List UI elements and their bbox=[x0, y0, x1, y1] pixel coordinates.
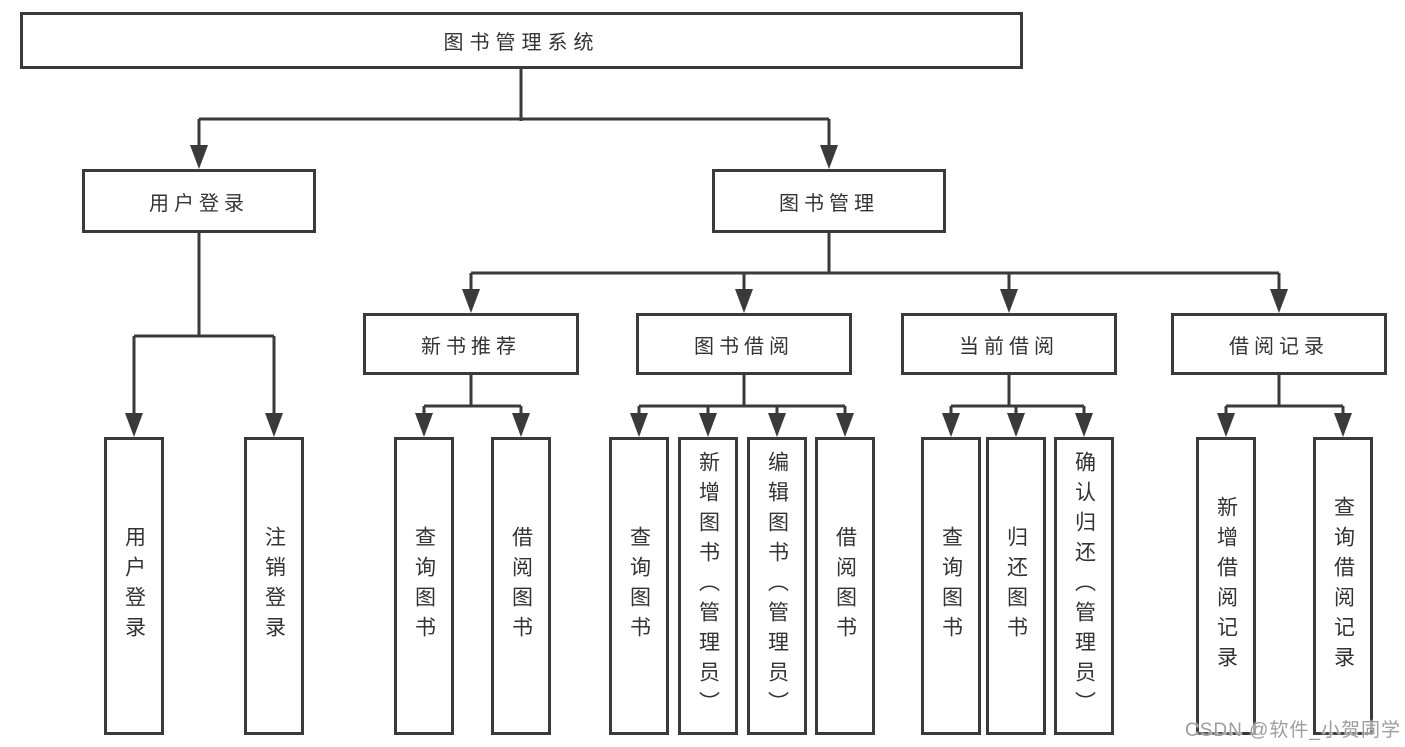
node-user-login-label: 用户登录 bbox=[149, 192, 249, 215]
node-book-borrow: 图书借阅 bbox=[636, 313, 852, 375]
leaf-current-query: 查询图书 bbox=[921, 437, 981, 735]
node-borrow-record-label: 借阅记录 bbox=[1229, 335, 1329, 358]
node-book-mgmt-label: 图书管理 bbox=[779, 192, 879, 215]
leaf-borrow-query: 查询图书 bbox=[609, 437, 669, 735]
node-root-label: 图书管理系统 bbox=[443, 32, 600, 54]
leaf-borrow-add-admin-label: 新增图书（管理员） bbox=[696, 451, 720, 721]
csdn-watermark: CSDN @软件_小贺同学 bbox=[1185, 720, 1401, 741]
leaf-user-login-label: 用户登录 bbox=[122, 526, 146, 646]
leaf-newbook-query-label: 查询图书 bbox=[412, 526, 436, 646]
leaf-record-query: 查询借阅记录 bbox=[1313, 437, 1373, 735]
node-user-login: 用户登录 bbox=[82, 169, 316, 233]
leaf-current-query-label: 查询图书 bbox=[939, 526, 963, 646]
leaf-newbook-borrow-label: 借阅图书 bbox=[509, 526, 533, 646]
leaf-current-confirm-admin: 确认归还（管理员） bbox=[1054, 437, 1114, 735]
node-new-book: 新书推荐 bbox=[363, 313, 579, 375]
leaf-record-add: 新增借阅记录 bbox=[1196, 437, 1256, 735]
leaf-user-login: 用户登录 bbox=[104, 437, 164, 735]
leaf-logout: 注销登录 bbox=[244, 437, 304, 735]
leaf-record-add-label: 新增借阅记录 bbox=[1214, 496, 1238, 676]
leaf-borrow-edit-admin-label: 编辑图书（管理员） bbox=[765, 451, 789, 721]
node-new-book-label: 新书推荐 bbox=[421, 335, 521, 358]
leaf-borrow-query-label: 查询图书 bbox=[627, 526, 651, 646]
leaf-logout-label: 注销登录 bbox=[262, 526, 286, 646]
leaf-current-return-label: 归还图书 bbox=[1004, 526, 1028, 646]
node-book-mgmt: 图书管理 bbox=[712, 169, 946, 233]
leaf-current-confirm-admin-label: 确认归还（管理员） bbox=[1072, 451, 1096, 721]
leaf-borrow-edit-admin: 编辑图书（管理员） bbox=[747, 437, 807, 735]
leaf-record-query-label: 查询借阅记录 bbox=[1331, 496, 1355, 676]
node-current-borrow-label: 当前借阅 bbox=[959, 335, 1059, 358]
leaf-borrow-book-label: 借阅图书 bbox=[833, 526, 857, 646]
leaf-newbook-borrow: 借阅图书 bbox=[491, 437, 551, 735]
arrowheads bbox=[125, 145, 1352, 437]
leaf-borrow-add-admin: 新增图书（管理员） bbox=[678, 437, 738, 735]
tree-edges bbox=[132, 69, 1345, 418]
node-borrow-record: 借阅记录 bbox=[1171, 313, 1387, 375]
leaf-borrow-book: 借阅图书 bbox=[815, 437, 875, 735]
leaf-current-return: 归还图书 bbox=[986, 437, 1046, 735]
leaf-newbook-query: 查询图书 bbox=[394, 437, 454, 735]
node-root: 图书管理系统 bbox=[20, 12, 1023, 69]
node-book-borrow-label: 图书借阅 bbox=[694, 335, 794, 358]
node-current-borrow: 当前借阅 bbox=[901, 313, 1117, 375]
